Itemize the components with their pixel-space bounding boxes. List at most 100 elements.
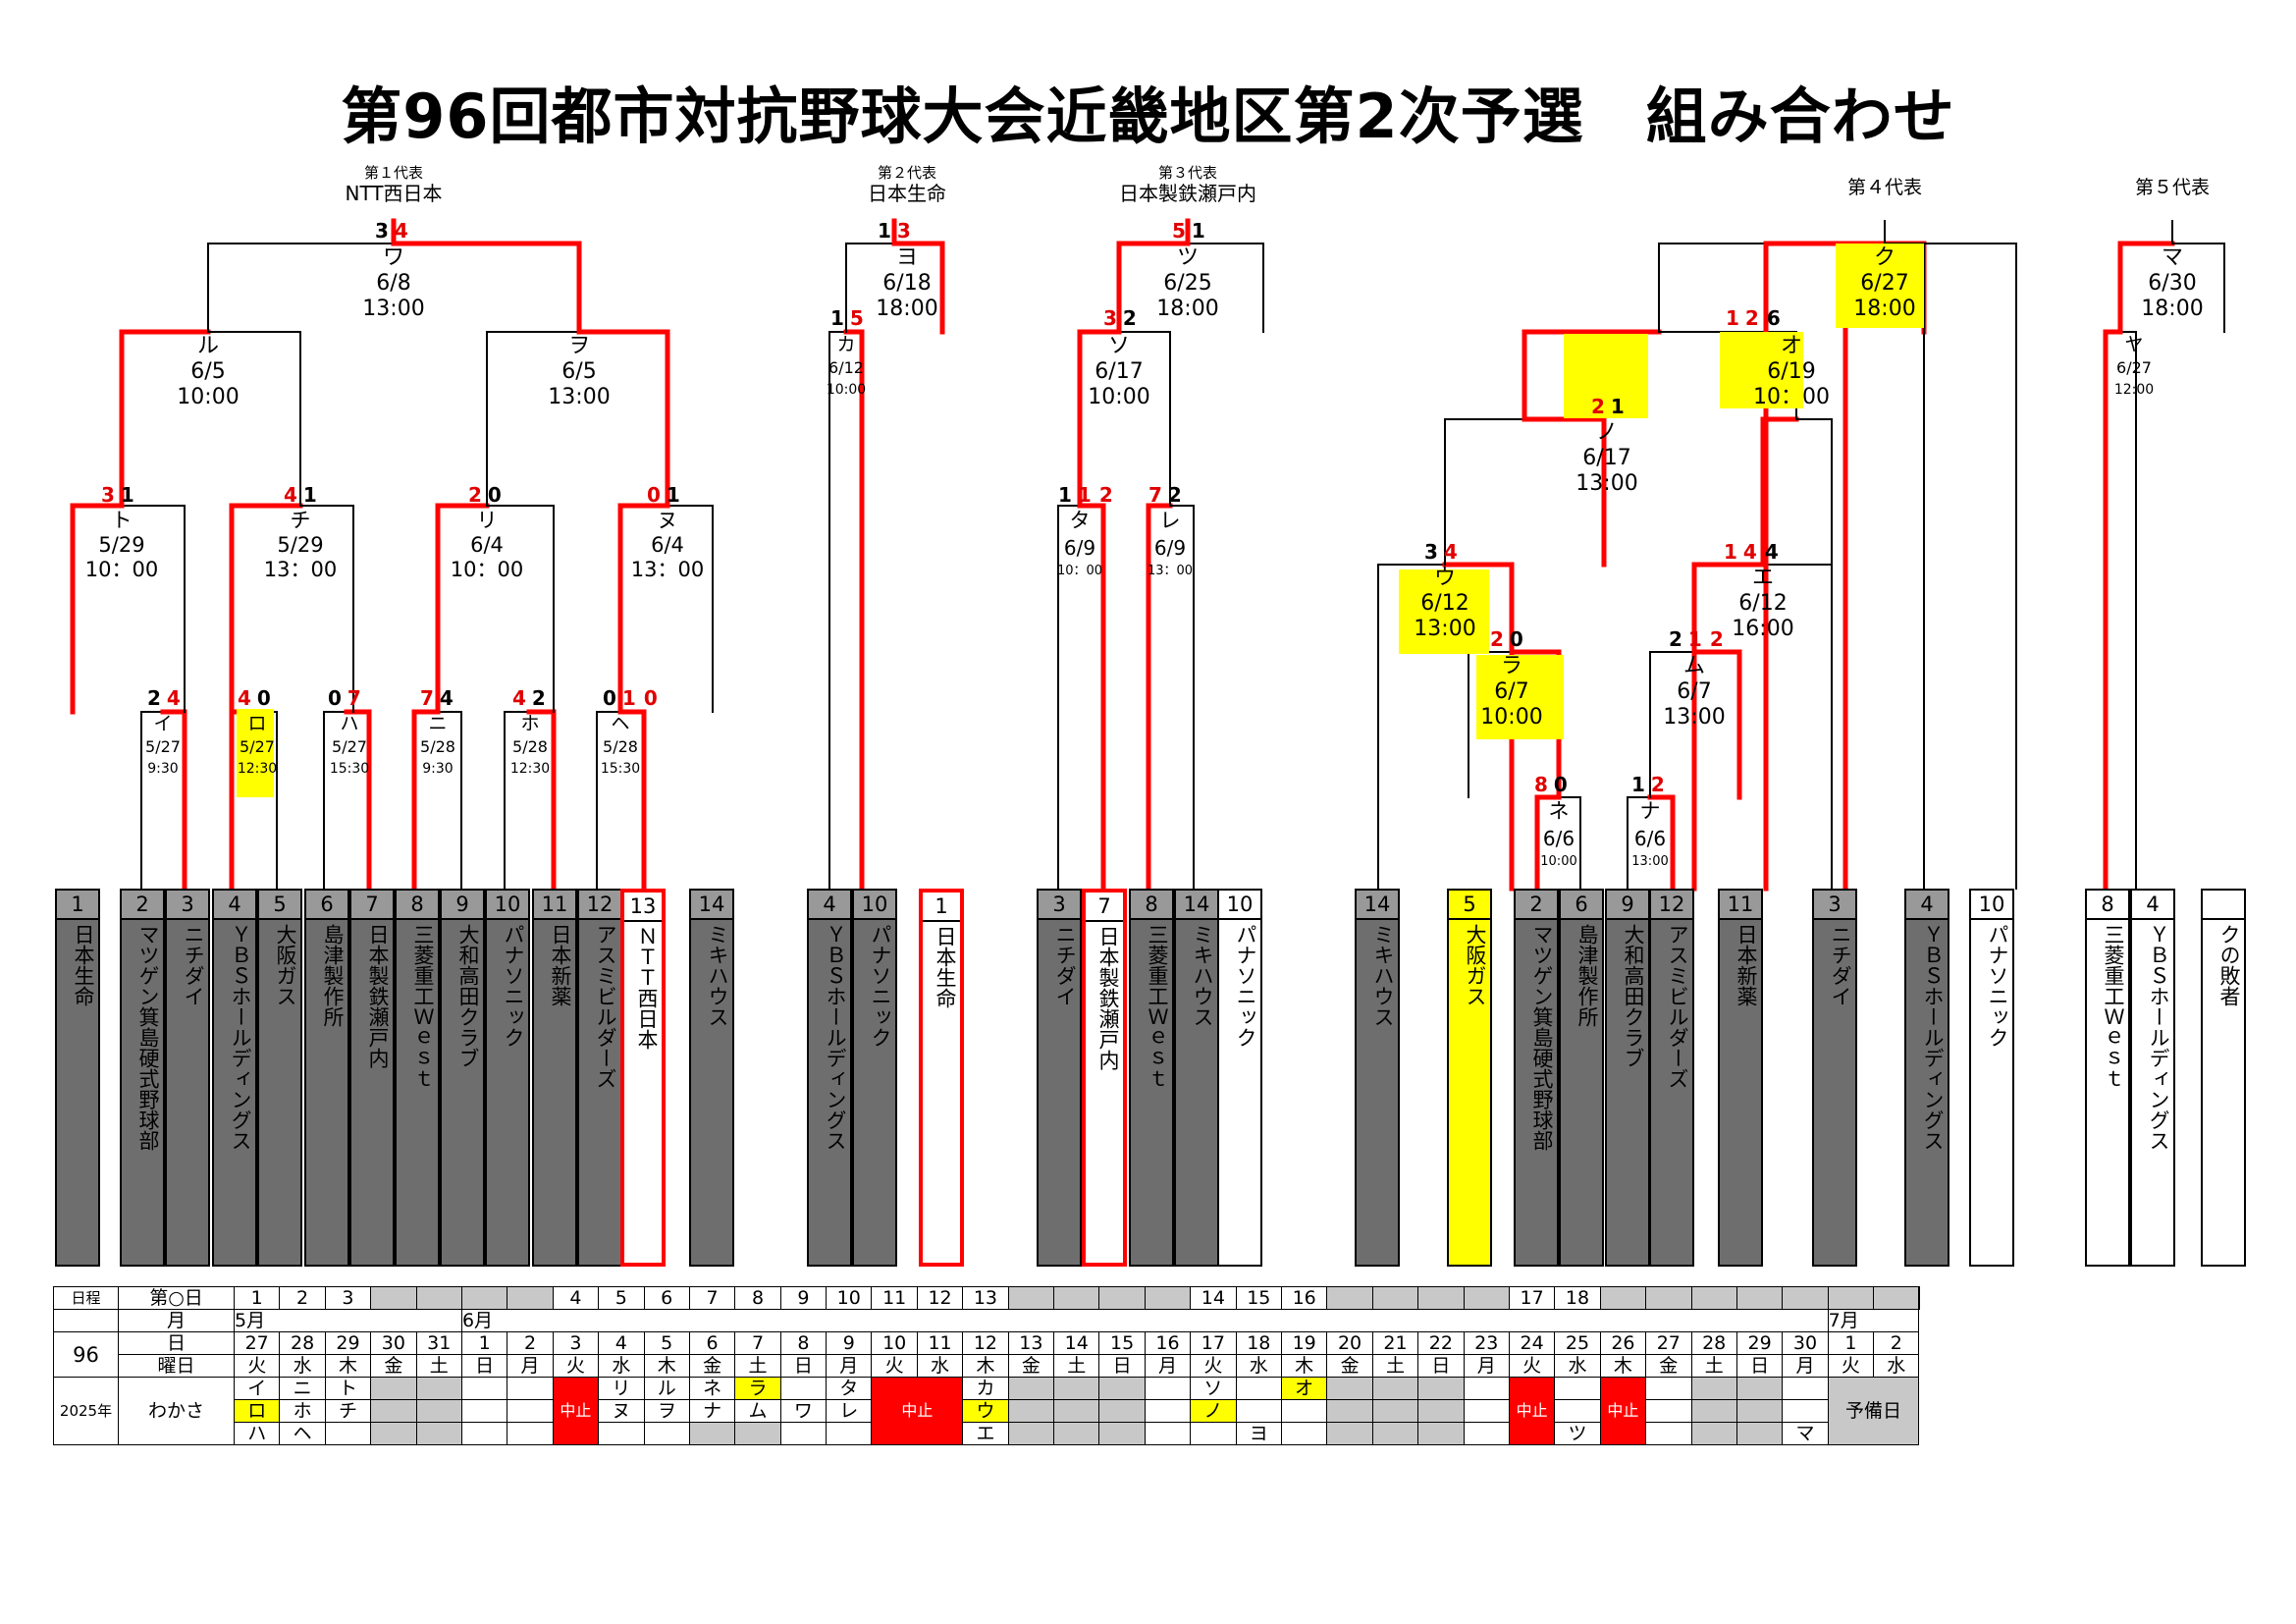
schedule-cell: レ	[826, 1399, 873, 1423]
game-id: ノ	[1595, 420, 1618, 445]
schedule-cell: 水	[1554, 1354, 1601, 1378]
team-name: 大和高田クラブ	[456, 924, 480, 1068]
schedule-cell: 2	[279, 1286, 326, 1310]
team-number: 14	[1357, 891, 1398, 920]
team-name: 大和高田クラブ	[1622, 924, 1645, 1068]
game-time: 13:00	[1414, 616, 1476, 641]
game-highlight	[1564, 334, 1648, 418]
game-id: オ	[1780, 334, 1802, 358]
schedule-cell	[1417, 1377, 1465, 1400]
team-number: 10	[1971, 891, 2012, 920]
schedule-cell: ル	[643, 1377, 690, 1400]
schedule-cell	[1280, 1399, 1328, 1423]
game-date: 6/6	[1542, 826, 1575, 850]
schedule-cell: 火	[233, 1354, 281, 1378]
schedule-cell: 5月	[234, 1309, 462, 1332]
schedule-row: ロホチヌヲナムワレウノ	[54, 1399, 1920, 1423]
game-time: 10：00	[1056, 564, 1103, 579]
score-left: 2	[147, 686, 161, 710]
schedule-cell: 7	[688, 1286, 736, 1310]
schedule-cell: 12	[916, 1286, 964, 1310]
game-time: 10:00	[826, 382, 867, 399]
schedule-cell: 25	[1554, 1331, 1601, 1355]
team-entry: 9 大和高田クラブ	[440, 889, 485, 1267]
schedule-cell	[1326, 1422, 1373, 1445]
game-time: 15:30	[600, 761, 641, 778]
schedule-cell: 土	[1053, 1354, 1100, 1378]
schedule-cell	[779, 1377, 828, 1400]
schedule-row: 2025年わかさイニト中止リルネラタ中止カソオ中止中止予備日	[53, 1377, 1920, 1445]
schedule-row: 曜日火水木金土日月火水木金土日月火水木金土日月火水木金土日月火水木金土日月火水	[54, 1354, 1920, 1378]
schedule-cell: 日	[118, 1331, 235, 1355]
schedule-cell: 金	[370, 1354, 417, 1378]
team-name: マツゲン箕島硬式野球部	[1530, 924, 1554, 1151]
schedule-cell	[1735, 1286, 1784, 1310]
score-right: 1	[1191, 219, 1205, 243]
schedule-cell	[1371, 1399, 1419, 1423]
team-name: 大阪ガス	[274, 924, 297, 1006]
team-name: 日本製鉄瀬戸内	[366, 924, 390, 1068]
schedule-cell	[1190, 1422, 1237, 1445]
score-right: 2	[1122, 306, 1137, 330]
team-name: クの敗者	[2217, 924, 2241, 1006]
team-number: 5	[1449, 891, 1490, 920]
schedule-cell: 月	[826, 1354, 873, 1378]
schedule-cell: 火	[1827, 1354, 1875, 1378]
schedule-cell: チ	[324, 1399, 372, 1423]
score-left: 2	[1591, 395, 1605, 418]
game-time: 13：00	[630, 557, 705, 581]
representative-label: 第５代表	[2135, 177, 2210, 198]
team-name: ニチダイ	[1829, 924, 1852, 1006]
game-highlight	[237, 709, 274, 797]
schedule-cell: ホ	[279, 1399, 326, 1423]
schedule-cell	[1645, 1377, 1692, 1400]
schedule-cell	[1690, 1399, 1737, 1423]
game-id: ヲ	[567, 334, 590, 358]
game-date: 5/27	[145, 737, 181, 757]
game-date: 5/28	[420, 737, 455, 757]
team-number: 11	[534, 891, 575, 920]
score-left: 1	[1724, 540, 1737, 564]
score-left: 2	[468, 483, 482, 507]
schedule-cell: 日	[1735, 1354, 1784, 1378]
schedule-cell	[1235, 1399, 1282, 1423]
team-number: 3	[167, 891, 208, 920]
score-right: 4	[1742, 540, 1757, 564]
team-number: 9	[442, 891, 483, 920]
team-number	[2203, 891, 2244, 920]
game-id: ニ	[428, 713, 448, 734]
team-name: パナソニック	[502, 924, 525, 1048]
schedule-cell	[1098, 1422, 1146, 1445]
score-right: 0	[487, 483, 502, 507]
schedule-cell: 6	[643, 1286, 690, 1310]
schedule-cell	[1735, 1399, 1784, 1423]
score-right: 4	[439, 686, 454, 710]
game-date: 6/4	[651, 532, 684, 557]
team-entry: クの敗者	[2201, 889, 2246, 1267]
schedule-cell: 月	[1463, 1354, 1510, 1378]
team-name: ミキハウス	[1371, 924, 1395, 1027]
team-name: アスミビルダーズ	[594, 924, 617, 1089]
schedule-cell: 5	[598, 1286, 645, 1310]
game-date: 5/27	[332, 737, 367, 757]
representative-rank: 第３代表	[1157, 164, 1217, 182]
score-left: 4	[238, 686, 251, 710]
